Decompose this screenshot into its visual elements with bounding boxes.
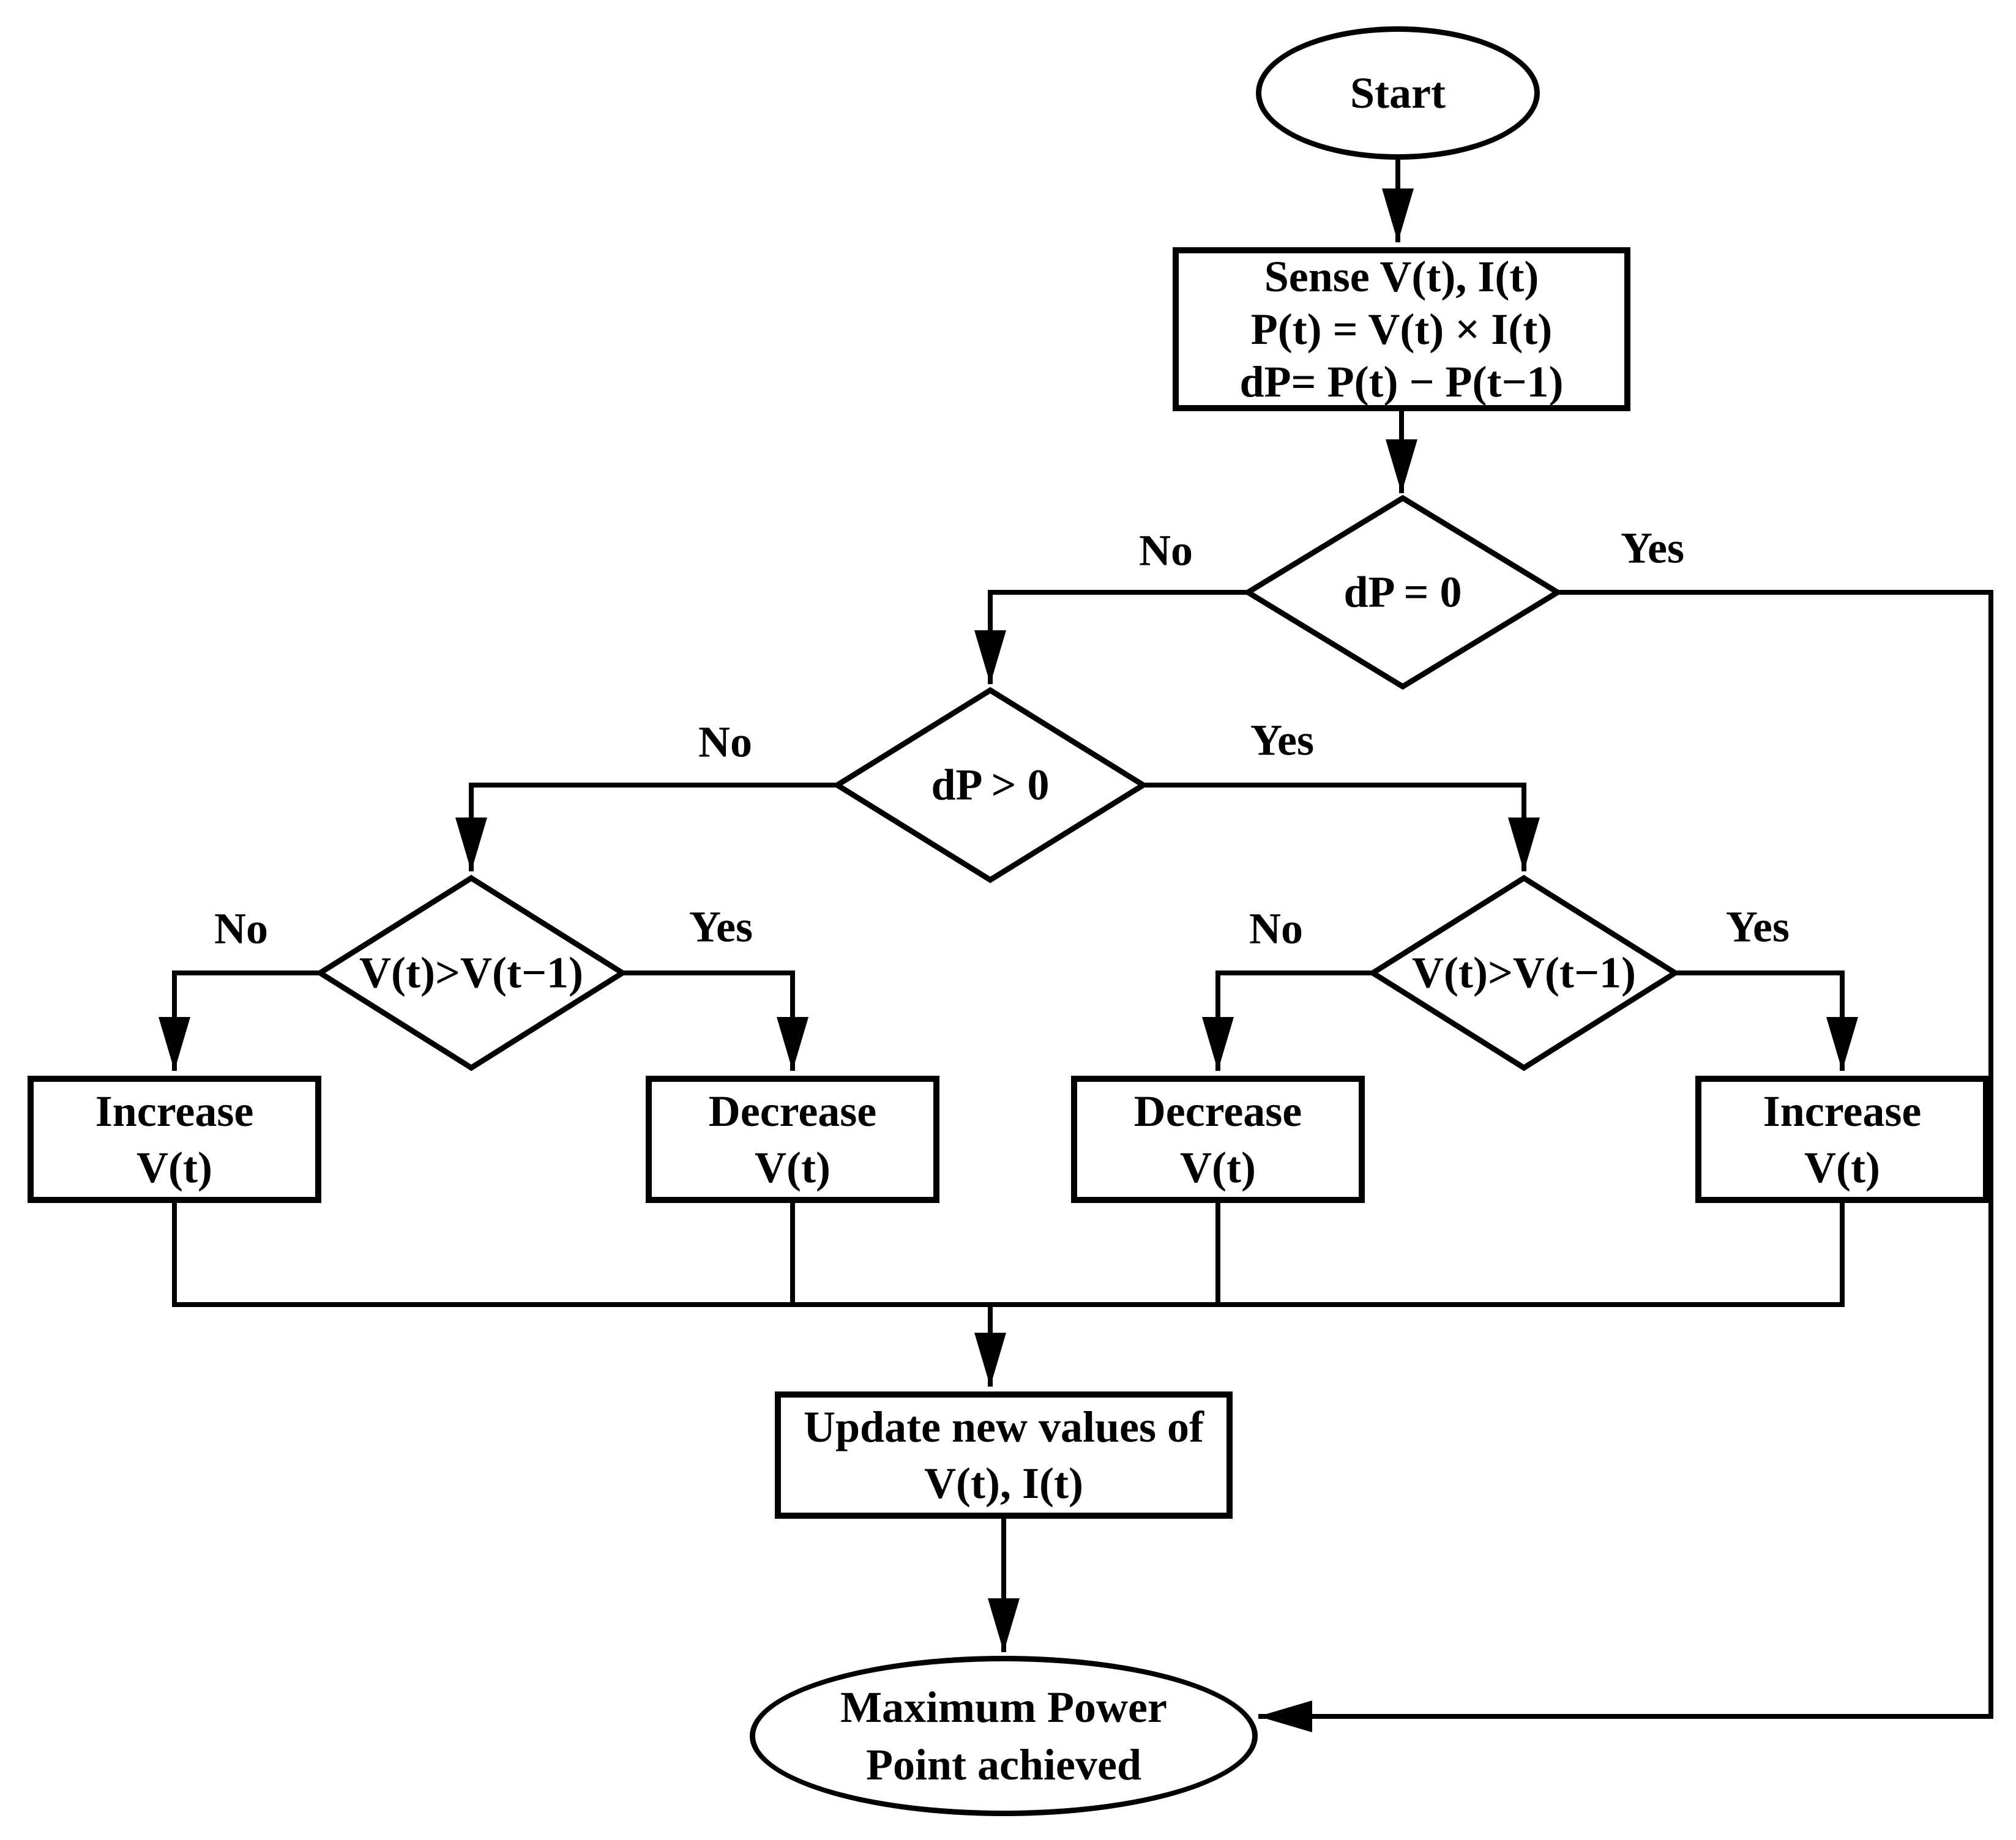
dp-zero-label: dP = 0 <box>1343 567 1462 617</box>
decision-v-compare-right <box>1367 874 1681 1071</box>
edge-label-dp-positive-no: No <box>698 717 752 767</box>
decision-dp-zero <box>1242 494 1563 690</box>
edge-v-right-yes <box>1675 970 1858 1071</box>
sense-line-3: dP= P(t) − P(t−1) <box>1239 357 1564 406</box>
decrease-voltage-right-node: Decrease V(t) <box>1071 1076 1365 1203</box>
edge-dp-zero-no <box>974 590 1248 684</box>
v-compare-left-label: V(t)>V(t−1) <box>359 948 583 997</box>
edge-label-v-left-yes: Yes <box>689 902 753 952</box>
increase-voltage-left-node: Increase V(t) <box>28 1076 321 1203</box>
end-line-2: Point achieved <box>866 1740 1141 1789</box>
dp-positive-label: dP > 0 <box>931 760 1050 810</box>
update-line-2: V(t), I(t) <box>924 1459 1083 1508</box>
edge-label-v-right-no: No <box>1249 904 1303 953</box>
increase-right-line-2: V(t) <box>1804 1143 1880 1192</box>
increase-right-line-1: Increase <box>1763 1087 1922 1136</box>
edge-label-v-left-no: No <box>214 904 268 953</box>
edge-label-v-right-yes: Yes <box>1726 902 1790 952</box>
update-line-1: Update new values of <box>803 1402 1204 1451</box>
end-line-1: Maximum Power <box>840 1683 1167 1732</box>
decrease-right-line-2: V(t) <box>1180 1143 1256 1192</box>
decrease-left-line-2: V(t) <box>755 1143 831 1192</box>
sense-line-1: Sense V(t), I(t) <box>1264 252 1539 301</box>
increase-left-line-1: Increase <box>95 1087 254 1136</box>
start-label: Start <box>1350 69 1446 117</box>
decision-v-compare-left <box>315 874 628 1071</box>
sense-process-node: Sense V(t), I(t) P(t) = V(t) × I(t) dP= … <box>1173 247 1630 411</box>
edge-label-dp-positive-yes: Yes <box>1250 715 1314 765</box>
edge-label-dp-zero-yes: Yes <box>1621 523 1684 573</box>
start-node: Start <box>1256 26 1540 160</box>
edge-dp-zero-yes <box>1258 590 1993 1732</box>
end-node: Maximum Power Point achieved <box>750 1656 1258 1816</box>
decision-dp-positive <box>832 687 1149 884</box>
increase-voltage-right-node: Increase V(t) <box>1695 1076 1989 1203</box>
update-values-node: Update new values of V(t), I(t) <box>775 1391 1233 1519</box>
edge-label-dp-zero-no: No <box>1139 526 1193 575</box>
sense-line-2: P(t) = V(t) × I(t) <box>1250 305 1553 354</box>
increase-left-line-2: V(t) <box>136 1143 212 1192</box>
decrease-voltage-left-node: Decrease V(t) <box>646 1076 939 1203</box>
v-compare-right-label: V(t)>V(t−1) <box>1412 948 1636 997</box>
edge-v-right-no <box>1202 970 1373 1071</box>
decrease-left-line-1: Decrease <box>708 1087 877 1136</box>
edge-dp-positive-yes <box>1143 783 1540 871</box>
decrease-right-line-1: Decrease <box>1133 1087 1302 1136</box>
edge-v-left-yes <box>622 970 808 1071</box>
edge-v-left-no <box>159 970 320 1071</box>
edge-dp-positive-no <box>455 783 837 871</box>
